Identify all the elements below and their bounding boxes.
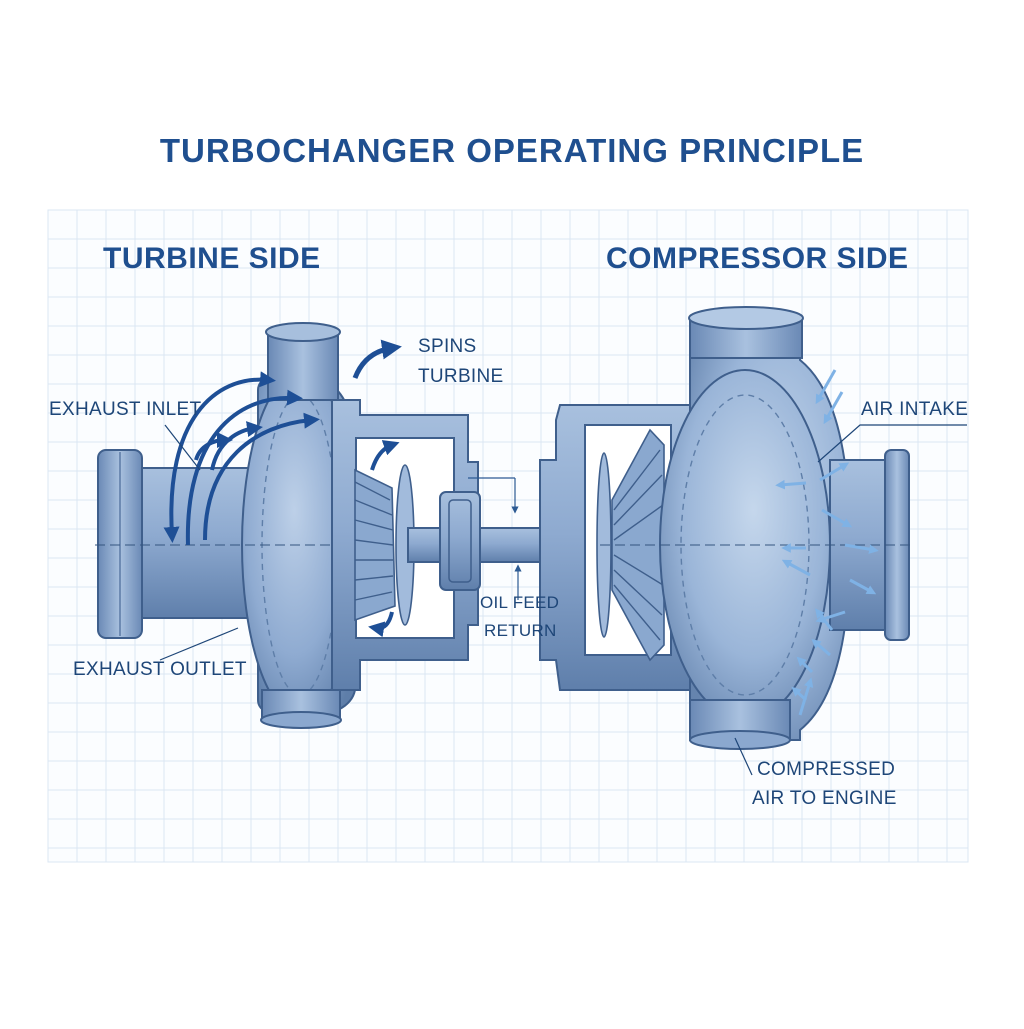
turbine-housing (95, 322, 360, 729)
compressed-air-label-line2: AIR TO ENGINE (752, 788, 897, 809)
intake-arrow (798, 677, 814, 716)
intake-arrow (844, 543, 879, 554)
spins-turbine-label-line2: TURBINE (418, 366, 504, 387)
intake-arrow (819, 462, 850, 482)
intake-arrow (815, 369, 837, 405)
oil-feed-label: OIL FEED (480, 593, 560, 612)
oil-return-label: RETURN (484, 621, 557, 640)
intake-arrow (823, 391, 844, 425)
spins-turbine-label-line1: SPINS (418, 336, 477, 357)
diagram-title: TURBOCHANGER OPERATING PRINCIPLE (159, 132, 865, 169)
intake-flow-arrows (775, 369, 879, 716)
spins-arrow (352, 339, 402, 379)
compressor-side-title: COMPRESSOR SIDE (606, 242, 909, 275)
intake-arrow (781, 559, 811, 577)
intake-arrow (849, 578, 877, 595)
intake-arrow (775, 479, 807, 490)
intake-arrow (821, 508, 853, 528)
compressed-air-label-line1: COMPRESSED (757, 759, 896, 780)
exhaust-flow-arrows (163, 371, 320, 546)
turbine-wheel (354, 464, 415, 626)
leader-lines (159, 424, 967, 776)
intake-arrow (796, 656, 814, 674)
intake-arrow (815, 608, 834, 631)
exhaust-inlet-label: EXHAUST INLET (49, 399, 202, 420)
turbine-side-title: TURBINE SIDE (103, 242, 321, 275)
intake-arrow (811, 638, 831, 657)
air-intake-label: AIR INTAKE (861, 399, 969, 420)
exhaust-outlet-label: EXHAUST OUTLET (73, 659, 247, 680)
compressor-housing (600, 306, 910, 750)
